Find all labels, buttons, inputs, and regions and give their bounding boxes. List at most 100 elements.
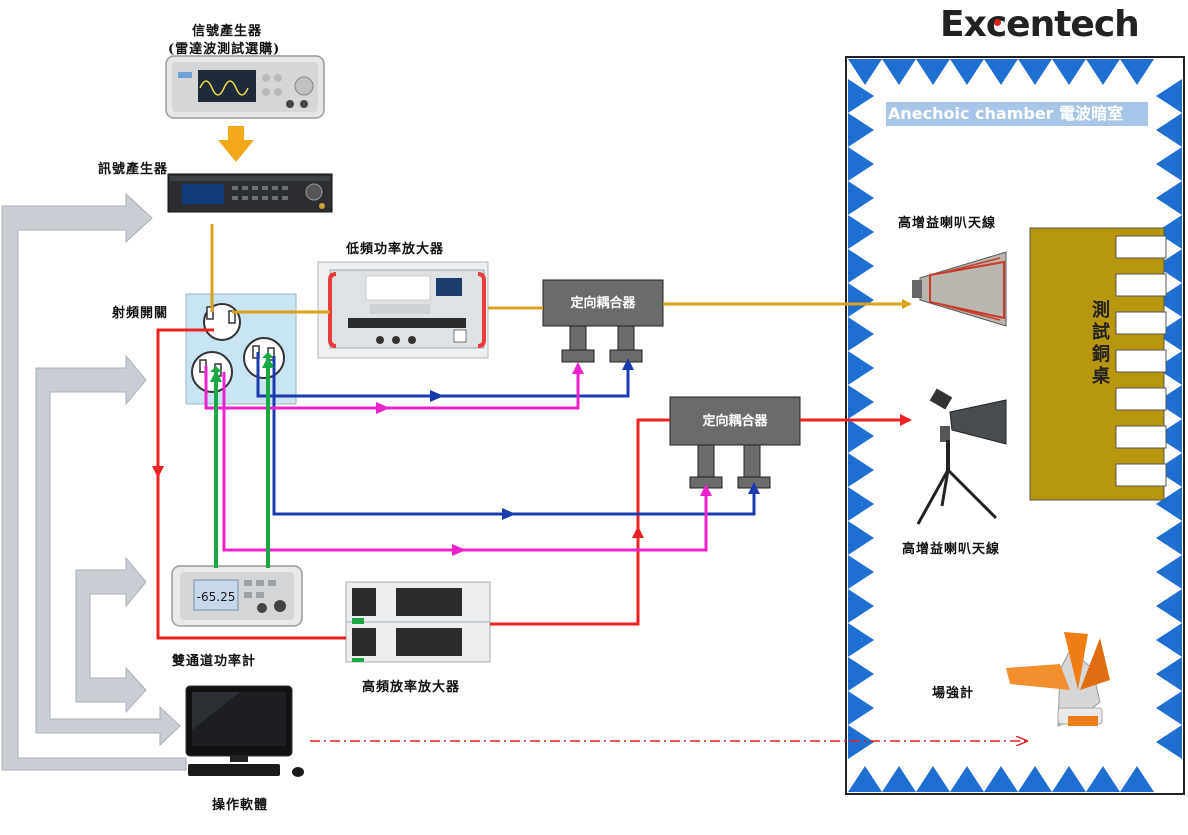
absorber-cone <box>1156 283 1182 317</box>
absorber-cone <box>1156 79 1182 113</box>
red-line-to-coupler-2 <box>636 418 670 528</box>
absorber-cone <box>848 249 874 283</box>
control-computer <box>185 685 304 777</box>
label-high-freq-amp: 高頻放率放大器 <box>362 680 461 695</box>
brand-dot <box>993 19 1001 26</box>
absorber-cone <box>1156 691 1182 725</box>
red-line-to-hf-amp <box>156 476 346 640</box>
absorber-cone <box>848 351 874 385</box>
blue-line-a2 <box>440 364 630 398</box>
absorber-cone <box>848 691 874 725</box>
absorber-cone <box>916 59 950 85</box>
label-test-table: 測試銅桌 <box>1089 300 1110 388</box>
absorber-cone <box>1156 317 1182 351</box>
absorber-cone <box>848 215 874 249</box>
absorber-cone <box>1120 766 1154 792</box>
absorber-cone <box>882 59 916 85</box>
absorber-cone <box>848 589 874 623</box>
label-signal-generator-1: 信號產生器 <box>192 24 263 39</box>
horn-antenna-1 <box>912 251 1007 327</box>
coupler-1-label: 定向耦合器 <box>569 295 636 311</box>
label-power-meter: 雙通道功率計 <box>172 654 257 669</box>
signal-generator-1 <box>165 55 325 119</box>
label-signal-generator-1-option: (雷達波測試選購) <box>168 42 281 57</box>
magenta-line-b2 <box>460 492 708 552</box>
absorber-cone <box>848 181 874 215</box>
table-notch <box>1115 349 1167 373</box>
absorber-cone <box>1156 181 1182 215</box>
absorber-cone <box>848 623 874 657</box>
absorber-cone <box>882 766 916 792</box>
label-field-probe: 場強計 <box>932 686 975 701</box>
absorber-cone <box>848 657 874 691</box>
table-notch <box>1115 463 1167 487</box>
absorber-cone <box>848 385 874 419</box>
absorber-cone <box>1156 453 1182 487</box>
absorber-cone <box>1156 215 1182 249</box>
absorber-cone <box>1120 59 1154 85</box>
brand-logo: Excentech <box>940 4 1140 45</box>
absorber-cone <box>1052 766 1086 792</box>
absorber-cone <box>1018 59 1052 85</box>
signal-lines <box>152 224 1026 741</box>
directional-coupler-1: 定向耦合器 <box>542 279 664 363</box>
absorber-cone <box>848 283 874 317</box>
absorber-cone <box>1156 589 1182 623</box>
blue-line-b1 <box>272 356 510 516</box>
directional-coupler-2: 定向耦合器 <box>669 396 801 489</box>
absorber-cone <box>848 453 874 487</box>
absorber-cone <box>1156 725 1182 759</box>
line-arrowheads <box>210 356 760 556</box>
absorber-cone <box>916 766 950 792</box>
test-copper-table <box>1029 227 1167 501</box>
absorber-cone <box>1086 766 1120 792</box>
blue-line-b2 <box>510 490 756 516</box>
absorber-cone <box>848 147 874 181</box>
low-frequency-amplifier <box>317 261 489 359</box>
absorber-cone <box>1156 113 1182 147</box>
absorber-cone <box>950 59 984 85</box>
absorber-cone <box>1156 385 1182 419</box>
table-notch <box>1115 311 1167 335</box>
absorber-cone <box>984 59 1018 85</box>
absorber-cone <box>848 555 874 589</box>
table-notch <box>1115 273 1167 297</box>
power-meter-reading: -65.25 <box>197 590 236 604</box>
coupler-2-label: 定向耦合器 <box>701 413 768 429</box>
label-control-software: 操作軟體 <box>212 798 269 813</box>
absorber-cone <box>1086 59 1120 85</box>
magenta-line-a1 <box>204 366 384 410</box>
absorber-cones <box>848 59 1182 792</box>
label-signal-generator-2: 訊號產生器 <box>98 162 169 177</box>
red-line-switch-down <box>152 328 214 478</box>
absorber-cone <box>1156 657 1182 691</box>
horn-antenna-2 <box>916 388 1007 525</box>
red-line-hf-amp-up <box>490 526 644 626</box>
absorber-cone <box>950 766 984 792</box>
absorber-cone <box>1156 555 1182 589</box>
field-probe <box>1006 632 1110 727</box>
absorber-cone <box>848 113 874 147</box>
absorber-cone <box>848 59 882 85</box>
table-notch <box>1115 235 1167 259</box>
absorber-cone <box>848 521 874 555</box>
absorber-cone <box>1156 419 1182 453</box>
label-rf-switch: 射頻開關 <box>112 306 169 321</box>
blue-line-a1 <box>256 352 440 398</box>
absorber-cone <box>1156 249 1182 283</box>
magenta-line-a2 <box>384 368 580 410</box>
absorber-cone <box>848 419 874 453</box>
link-arrow-down <box>218 126 254 162</box>
absorber-cone <box>1156 521 1182 555</box>
label-horn-antenna-1: 高增益喇叭天線 <box>898 216 997 231</box>
control-bus-arrows <box>1 192 187 771</box>
absorber-cone <box>848 725 874 759</box>
absorber-cone <box>1156 623 1182 657</box>
label-horn-antenna-2: 高增益喇叭天線 <box>902 542 1001 557</box>
absorber-cone <box>1156 147 1182 181</box>
absorber-cone <box>1156 487 1182 521</box>
high-frequency-amplifier <box>345 581 491 663</box>
absorber-cone <box>1156 351 1182 385</box>
absorber-cone <box>848 487 874 521</box>
